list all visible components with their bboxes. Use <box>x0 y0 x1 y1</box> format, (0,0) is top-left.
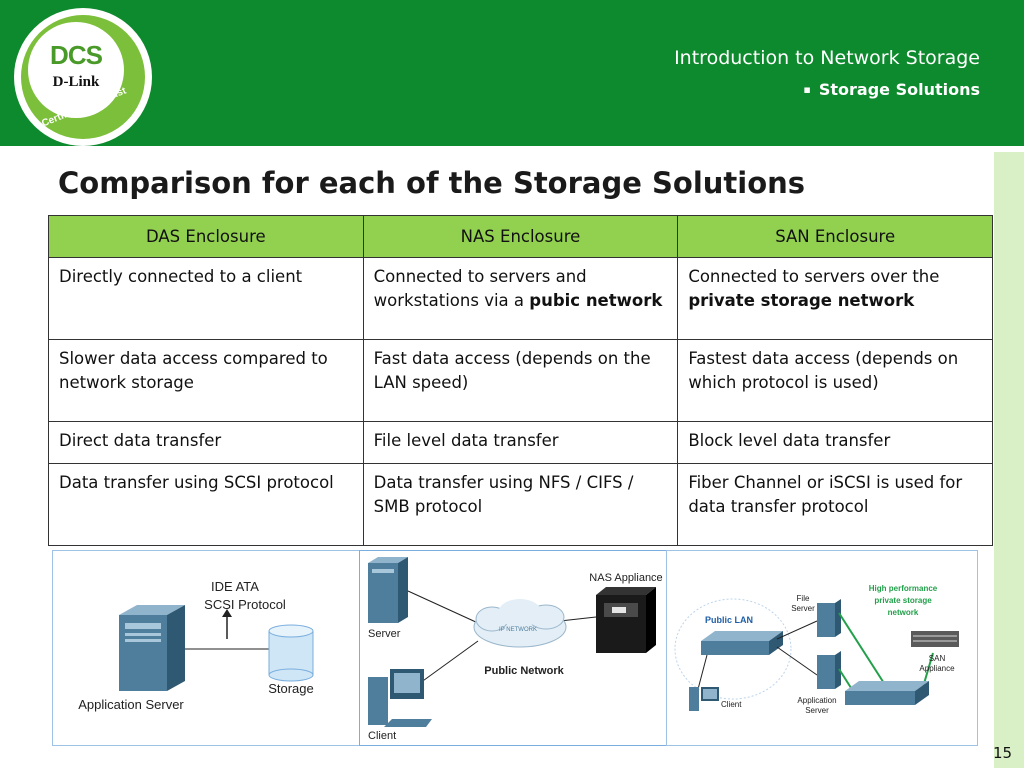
nas-link-appliance <box>559 616 597 622</box>
san-appliance-label-2: Appliance <box>919 664 955 673</box>
page-title: Comparison for each of the Storage Solut… <box>58 166 806 200</box>
nas-appliance-icon <box>596 587 656 653</box>
public-lan-label: Public LAN <box>705 615 753 625</box>
cell-san: Fastest data access (depends on which pr… <box>677 339 993 422</box>
cell-nas: Data transfer using NFS / CIFS / SMB pro… <box>362 463 679 546</box>
cell-san: Fiber Channel or iSCSI is used for data … <box>677 463 993 546</box>
table-header-row: DAS Enclosure NAS Enclosure SAN Enclosur… <box>48 215 993 258</box>
storage-cylinder-icon <box>268 624 314 682</box>
server-icon <box>368 557 408 623</box>
header-subtitle-text: Storage Solutions <box>818 80 980 99</box>
cell-das: Data transfer using SCSI protocol <box>48 463 364 546</box>
cell-san: Block level data transfer <box>677 421 993 464</box>
app-server-label-1: Application <box>797 696 836 705</box>
client-icon <box>689 687 719 711</box>
file-server-label-2: Server <box>791 604 815 613</box>
comparison-table: DAS Enclosure NAS Enclosure SAN Enclosur… <box>48 215 993 546</box>
das-protocol-line2: SCSI Protocol <box>204 597 286 612</box>
header-das: DAS Enclosure <box>48 215 364 258</box>
das-server-label: Application Server <box>78 697 184 712</box>
cell-das: Direct data transfer <box>48 421 364 464</box>
logo-brand: D-Link <box>52 74 100 90</box>
nas-cloud-label: IP NETWORK <box>499 627 537 633</box>
cell-das: Directly connected to a client <box>48 257 364 340</box>
san-appliance-icon <box>911 631 959 647</box>
client-computer-icon <box>368 669 432 727</box>
san-diagram: Public LAN Client File Server <box>666 550 978 746</box>
table-row: Direct data transfer File level data tra… <box>48 421 993 464</box>
table-row: Data transfer using SCSI protocol Data t… <box>48 463 993 546</box>
san-switch-icon <box>845 681 929 705</box>
nas-link-server <box>407 590 479 624</box>
nas-server-label: Server <box>368 628 401 640</box>
public-lan-ellipse <box>674 598 792 700</box>
table-row: Directly connected to a client Connected… <box>48 257 993 340</box>
dcs-logo: DCS D-Link Certified Specialist <box>14 8 152 146</box>
san-green-link-1 <box>838 612 890 692</box>
hp-network-line2: private storage <box>874 596 932 605</box>
app-server-icon <box>817 651 841 689</box>
nas-diagram: Server IP NETWORK Public Network NAS App… <box>359 550 667 746</box>
das-diagram: IDE ATA SCSI Protocol Application Server… <box>52 550 362 746</box>
hp-network-line1: High performance <box>869 584 938 593</box>
san-link-client <box>696 654 708 694</box>
logo-inner: DCS D-Link <box>28 22 124 118</box>
nas-link-client <box>419 640 479 684</box>
cell-san: Connected to servers over the private st… <box>677 257 993 340</box>
cell-nas: File level data transfer <box>362 421 679 464</box>
table-row: Slower data access compared to network s… <box>48 339 993 422</box>
nas-appliance-label: NAS Appliance <box>589 572 662 584</box>
nas-client-label: Client <box>368 730 396 742</box>
san-appliance-label-1: SAN <box>929 654 946 663</box>
san-client-label: Client <box>721 700 742 709</box>
logo-title: DCS <box>50 40 103 70</box>
cell-emphasis: private storage network <box>688 291 915 310</box>
page-number: 15 <box>993 744 1013 762</box>
cell-text: Connected to servers and workstations vi… <box>373 267 587 310</box>
san-link-file-server <box>776 620 818 640</box>
nas-network-label: Public Network <box>484 665 564 677</box>
das-protocol-line1: IDE ATA <box>211 579 259 594</box>
up-arrow-icon <box>222 609 232 639</box>
file-server-label-1: File <box>797 594 810 603</box>
header-subtitle: ▪ Storage Solutions <box>803 80 980 99</box>
das-storage-label: Storage <box>268 681 314 696</box>
ip-network-cloud-icon <box>473 599 567 648</box>
bullet-icon: ▪ <box>803 83 811 96</box>
cell-nas: Fast data access (depends on the LAN spe… <box>362 339 679 422</box>
header-san: SAN Enclosure <box>677 215 993 258</box>
header-title: Introduction to Network Storage <box>674 47 980 69</box>
file-server-icon <box>817 599 841 637</box>
diagram-strip: IDE ATA SCSI Protocol Application Server… <box>52 550 978 746</box>
cell-nas: Connected to servers and workstations vi… <box>362 257 679 340</box>
application-server-icon <box>119 605 185 691</box>
header-nas: NAS Enclosure <box>362 215 679 258</box>
app-server-label-2: Server <box>805 706 829 715</box>
lan-switch-icon <box>701 631 783 655</box>
cell-emphasis: pubic network <box>529 291 663 310</box>
hp-network-line3: network <box>888 608 919 617</box>
san-link-app-server <box>776 646 818 676</box>
header-band: DCS D-Link Certified Specialist Introduc… <box>0 0 1024 146</box>
cell-das: Slower data access compared to network s… <box>48 339 364 422</box>
accent-strip <box>994 152 1024 768</box>
cell-text: Connected to servers over the <box>688 267 940 286</box>
